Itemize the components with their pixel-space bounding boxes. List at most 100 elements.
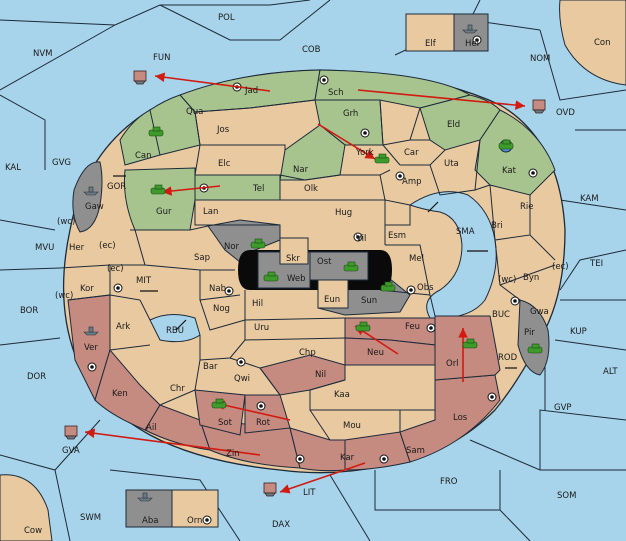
land-label: Aba	[142, 516, 158, 526]
sea-label: KAM	[580, 194, 599, 204]
land-label: Jad	[244, 86, 258, 96]
sea-label: GVA	[62, 446, 80, 456]
green-territories	[119, 69, 556, 231]
land-label: Nar	[293, 165, 309, 175]
region-pir[interactable]	[517, 299, 550, 376]
land-label: Nil	[315, 370, 326, 380]
army-icon[interactable]	[355, 321, 371, 332]
land-label: Rot	[256, 418, 271, 428]
region-qua[interactable]	[149, 94, 201, 156]
region-con[interactable]	[559, 0, 626, 86]
army-icon[interactable]	[211, 398, 227, 409]
fleet-icon[interactable]	[532, 99, 546, 114]
coast-label: (ec)	[552, 262, 569, 272]
land-label: Ost	[317, 257, 332, 267]
land-label: Hug	[335, 208, 352, 218]
land-label: Kar	[340, 453, 355, 463]
coast-connectors	[113, 175, 517, 369]
region-sot[interactable]	[194, 389, 246, 436]
fleet-icon[interactable]	[64, 425, 78, 440]
army-icon[interactable]	[150, 184, 166, 195]
army-icon[interactable]	[380, 281, 396, 292]
sea-label: SOM	[557, 491, 576, 501]
land-label: Ark	[116, 322, 130, 332]
land-label: Gwa	[530, 307, 549, 317]
sea-label: KUP	[570, 327, 587, 337]
sea-label: KAL	[5, 163, 21, 173]
region-gur[interactable]	[124, 167, 196, 231]
land-label: Car	[404, 148, 419, 158]
land-label: Pir	[524, 328, 535, 338]
land-label: Ver	[84, 343, 98, 353]
land-label: Eun	[324, 295, 340, 305]
region-can[interactable]	[119, 109, 161, 166]
land-label: Sap	[194, 253, 210, 263]
fleet-icon[interactable]	[263, 482, 277, 497]
army-icon[interactable]	[374, 153, 390, 164]
land-label: Tel	[252, 184, 264, 194]
army-icon[interactable]	[263, 271, 279, 282]
region-eld[interactable]	[419, 94, 501, 151]
land-label: Los	[453, 413, 468, 423]
land-label: Skr	[286, 254, 300, 264]
land-label: Sun	[361, 296, 377, 306]
army-icon[interactable]	[343, 261, 359, 272]
sea-label: SMA	[456, 227, 475, 237]
fleet-icon[interactable]	[462, 24, 478, 34]
land-label: Bri	[491, 221, 503, 231]
sea-label: GVG	[52, 158, 71, 168]
region-aba[interactable]	[125, 489, 173, 528]
land-label: Jos	[216, 125, 230, 135]
land-label: Amp	[402, 177, 422, 187]
army-icon[interactable]	[250, 238, 266, 249]
sea-label: FRO	[440, 477, 458, 487]
coast-label: (ec)	[107, 264, 124, 274]
land-label: Elf	[425, 39, 437, 49]
army-icon[interactable]	[462, 338, 478, 349]
region-nor[interactable]	[207, 219, 281, 263]
coast-label: (wc)	[498, 275, 516, 285]
fleet-icon[interactable]	[133, 70, 147, 85]
sea-label: SWM	[80, 513, 101, 523]
sea-label: DOR	[27, 372, 46, 382]
land-label: Ken	[112, 389, 128, 399]
land-label: Byn	[523, 273, 539, 283]
land-label: Uru	[254, 323, 269, 333]
region-gaw[interactable]	[72, 161, 103, 233]
land-label: Grh	[343, 109, 358, 119]
land-label: Sot	[218, 418, 233, 428]
region-cow[interactable]	[0, 474, 53, 541]
army-icon[interactable]	[498, 139, 514, 150]
fleet-icon[interactable]	[83, 186, 99, 196]
land-label: Olk	[304, 184, 318, 194]
army-icon[interactable]	[527, 343, 543, 354]
land-label: Hel	[465, 39, 479, 49]
land-label: Chr	[170, 384, 185, 394]
move-orders	[84, 72, 526, 494]
supply-centers	[87, 35, 538, 525]
region-neu[interactable]	[344, 337, 436, 366]
land-label: Neu	[367, 348, 384, 358]
sea-label: FUN	[153, 53, 170, 63]
land-label: Mou	[343, 421, 361, 431]
units	[64, 24, 546, 502]
region-skr[interactable]	[279, 237, 309, 265]
army-icon[interactable]	[148, 126, 164, 137]
sea-label: ALT	[603, 367, 618, 377]
sea-label: TEI	[589, 259, 603, 269]
sea-label: Con	[594, 38, 611, 48]
region-rot[interactable]	[244, 394, 291, 434]
region-eun[interactable]	[317, 279, 349, 309]
region-ken[interactable]	[94, 348, 161, 431]
land-label: Zin	[226, 449, 240, 459]
sea-label: RBU	[166, 326, 184, 336]
land-label: Rie	[520, 202, 534, 212]
region-ost[interactable]	[309, 251, 369, 281]
sea-label: BUC	[492, 310, 510, 320]
land-label: Sch	[328, 88, 343, 98]
fleet-icon[interactable]	[83, 326, 99, 336]
land-label: Esm	[388, 231, 406, 241]
land-label: Bar	[203, 362, 218, 372]
land-label: Orn	[187, 516, 202, 526]
fleet-icon[interactable]	[137, 492, 153, 502]
